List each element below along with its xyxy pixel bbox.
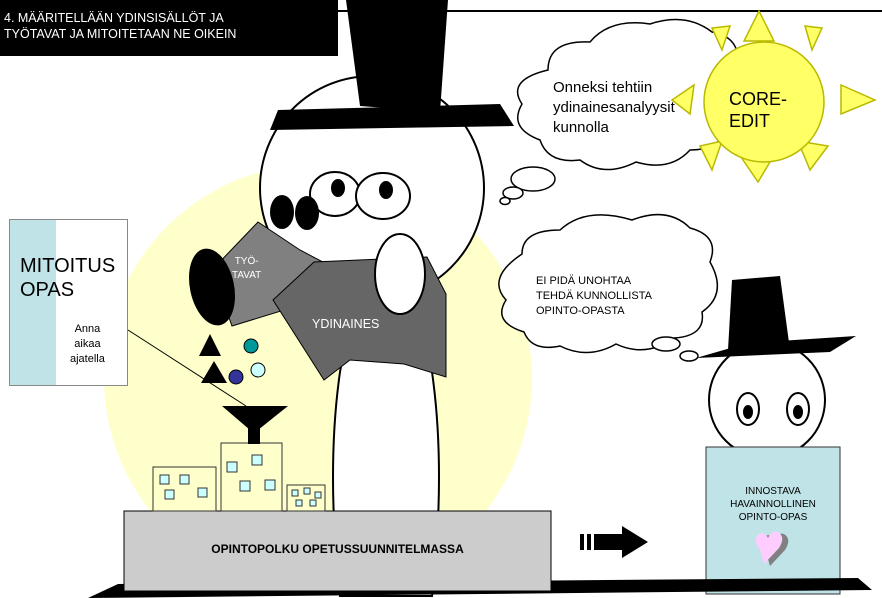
building-tall <box>220 442 283 512</box>
hopper-funnel-icon <box>222 406 288 444</box>
work-methods-line2: TAVAT <box>232 270 262 281</box>
character-hand <box>374 233 426 315</box>
card-title: MITOITUS OPAS <box>20 254 115 302</box>
sun-icon <box>670 9 877 184</box>
top-hat-icon <box>270 0 514 130</box>
study-path-label: OPINTOPOLKU OPETUSSUUNNITELMASSA <box>211 542 464 556</box>
study-path-platform <box>123 510 552 592</box>
card-note-line2: aikaa <box>74 338 101 350</box>
work-methods-label: TYÖ- TAVAT <box>232 255 261 283</box>
small-thought-text: EI PIDÄ UNOHTAA TEHDÄ KUNNOLLISTA OPINTO… <box>536 274 652 319</box>
heart-icon <box>755 531 789 566</box>
section-title-line1: 4. MÄÄRITELLÄÄN YDINSISÄLLÖT JA <box>4 11 224 25</box>
card-spine <box>10 220 56 385</box>
building-tiny <box>286 484 326 512</box>
main-thought-line2: ydinainesanalyysit <box>553 99 675 116</box>
main-thought-line1: Onneksi tehtiin <box>553 79 653 96</box>
card-title-line1: MITOITUS <box>20 255 116 277</box>
pointer-line <box>127 329 247 407</box>
small-character <box>696 276 856 459</box>
card-note: Anna aikaa ajatella <box>70 322 105 367</box>
card-note-line1: Anna <box>74 323 101 335</box>
sun-label: CORE- EDIT <box>729 88 787 132</box>
section-title: 4. MÄÄRITELLÄÄN YDINSISÄLLÖT JA TYÖTAVAT… <box>0 0 338 56</box>
study-guide-box <box>705 446 841 595</box>
character-eyes <box>270 171 411 230</box>
study-guide-line1: INNOSTAVA <box>745 486 801 497</box>
main-thought-line3: kunnolla <box>553 119 609 136</box>
falling-shapes <box>199 334 266 385</box>
main-thought-bubble <box>499 18 745 206</box>
sizing-guide-card: MITOITUS OPAS Anna aikaa ajatella <box>9 219 128 386</box>
building-small <box>152 466 217 512</box>
work-methods-line1: TYÖ- <box>234 256 259 267</box>
small-thought-line3: OPINTO-OPASTA <box>536 305 625 317</box>
card-note-line3: ajatella <box>70 353 105 365</box>
funnel-opening <box>189 248 235 326</box>
small-thought-bubble <box>498 213 719 362</box>
study-guide-line2: HAVAINNOLLINEN <box>730 499 816 510</box>
section-title-line2: TYÖTAVAT JA MITOITETAAN NE OIKEIN <box>4 27 237 41</box>
small-thought-line2: TEHDÄ KUNNOLLISTA <box>536 290 652 302</box>
study-guide-line3: OPINTO-OPAS <box>738 512 808 523</box>
sun-label-line1: CORE- <box>729 89 787 109</box>
small-thought-line1: EI PIDÄ UNOHTAA <box>536 275 632 287</box>
core-content-label: YDINAINES <box>312 317 380 331</box>
sun-label-line2: EDIT <box>729 111 771 131</box>
study-guide-label: INNOSTAVA HAVAINNOLLINEN OPINTO-OPAS <box>706 485 840 524</box>
main-thought-text: Onneksi tehtiin ydinainesanalyysit kunno… <box>553 78 675 138</box>
card-title-line2: OPAS <box>20 279 75 301</box>
arrow-right-icon <box>580 526 648 558</box>
